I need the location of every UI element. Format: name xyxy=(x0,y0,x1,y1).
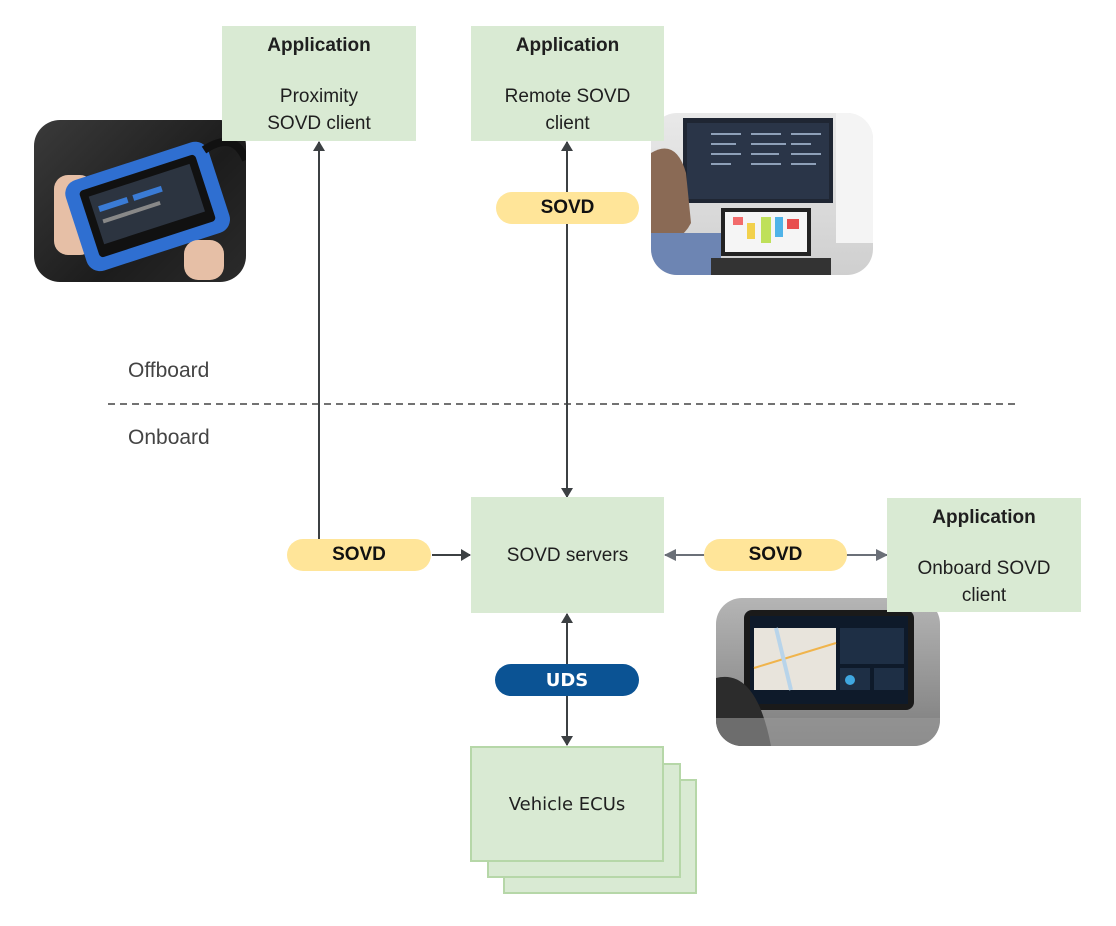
remote-client-box: Application Remote SOVD client xyxy=(471,26,664,141)
proximity-photo xyxy=(34,120,246,282)
remote-sovd-pill: SOVD xyxy=(496,192,639,224)
onboard-sovd-pill: SOVD xyxy=(704,539,847,571)
onboard-client-label-line1: Onboard SOVD xyxy=(917,558,1051,579)
proximity-client-title: Application xyxy=(267,35,371,56)
engineer-workstation-icon xyxy=(651,113,873,275)
onboard-client-label-line2: client xyxy=(961,585,1007,606)
vehicle-ecus-label: Vehicle ECUs xyxy=(508,793,626,815)
remote-client-title: Application xyxy=(515,35,620,56)
remote-client-label-line2: client xyxy=(545,113,590,134)
onboard-photo xyxy=(716,598,940,746)
offboard-label: Offboard xyxy=(128,359,210,382)
infotainment-screen-icon xyxy=(716,610,940,746)
remote-photo xyxy=(651,113,873,275)
proximity-client-box: Application Proximity SOVD client xyxy=(222,26,416,141)
sovd-servers-box: SOVD servers xyxy=(471,497,664,613)
vehicle-ecus-box: Vehicle ECUs xyxy=(470,746,664,862)
onboard-label: Onboard xyxy=(128,426,210,449)
proximity-sovd-pill: SOVD xyxy=(287,539,431,571)
handheld-tablet-icon xyxy=(54,138,246,280)
onboard-client-box: Application Onboard SOVD client xyxy=(887,498,1081,612)
uds-pill: UDS xyxy=(495,664,639,696)
onboard-client-title: Application xyxy=(932,507,1036,528)
remote-client-label-line1: Remote SOVD xyxy=(504,86,631,107)
proximity-client-label-line2: SOVD client xyxy=(267,113,371,134)
proximity-client-label-line1: Proximity xyxy=(279,86,359,107)
sovd-servers-label: SOVD servers xyxy=(506,544,629,566)
